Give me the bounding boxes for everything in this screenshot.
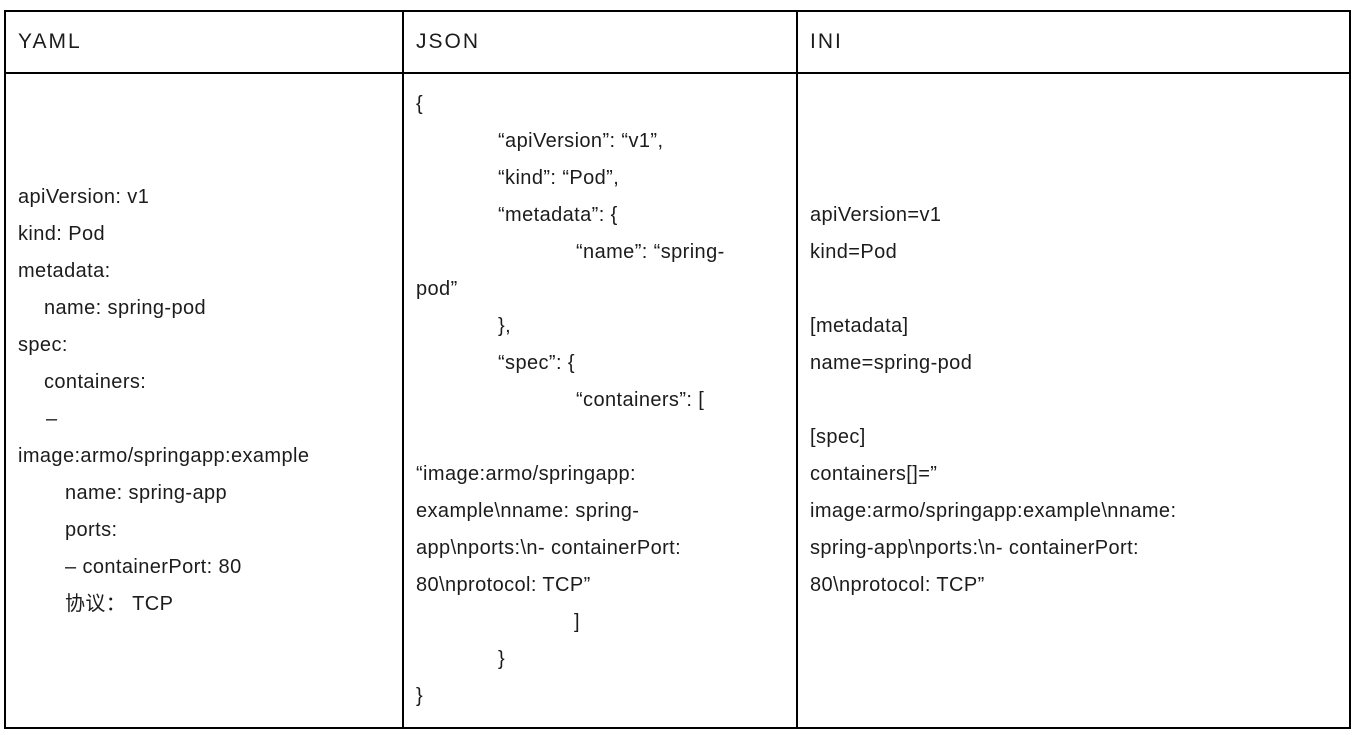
column-header-json: JSON: [404, 12, 798, 74]
code-line: “image:armo/springapp:: [416, 463, 637, 485]
yaml-code-cell: apiVersion: v1 kind: Pod metadata: name: sp…: [6, 74, 404, 727]
code-line: [810, 271, 1343, 308]
code-line: }: [416, 685, 424, 707]
code-line: “spec”: {: [498, 352, 575, 374]
code-line: containers:: [44, 370, 147, 393]
code-line: pod”: [416, 278, 458, 300]
code-line: metadata:: [18, 259, 111, 282]
code-line: [416, 419, 790, 456]
column-header-json-label: JSON: [416, 30, 481, 53]
code-line: ]: [574, 611, 580, 633]
code-line: [810, 382, 1343, 419]
column-header-yaml-label: YAML: [18, 30, 82, 53]
code-line: 80\nprotocol: TCP”: [416, 574, 591, 596]
json-code-cell: { “apiVersion”: “v1”, “kind”: “Pod”, “metad…: [404, 74, 798, 727]
format-comparison-table: YAML JSON INI apiVersion: v1 kind: Pod met…: [4, 10, 1351, 729]
code-line: name: spring-app: [65, 481, 228, 504]
ini-code-cell: apiVersion=v1 kind=Pod [metadata] name=spr…: [798, 74, 1349, 727]
code-line: }: [498, 648, 506, 670]
code-line: “metadata”: {: [498, 204, 618, 226]
code-line: ports:: [65, 518, 118, 541]
code-line: “containers”: [: [576, 389, 705, 411]
code-line: example\nname: spring-: [416, 500, 640, 522]
code-line: name: spring-pod: [44, 296, 207, 319]
code-line: name=spring-pod: [810, 352, 973, 374]
code-line: 协议： TCP: [65, 592, 174, 615]
code-line: containers[]=”: [810, 463, 938, 485]
column-header-ini-label: INI: [810, 30, 843, 53]
code-line: },: [498, 315, 512, 337]
column-header-yaml: YAML: [6, 12, 404, 74]
code-line: image:armo/springapp:example\nname:: [810, 500, 1177, 522]
code-line: “apiVersion”: “v1”,: [498, 130, 664, 152]
code-line: “name”: “spring-: [576, 241, 725, 263]
code-line: “kind”: “Pod”,: [498, 167, 620, 189]
column-header-ini: INI: [798, 12, 1349, 74]
code-line: {: [416, 93, 424, 115]
code-line: 80\nprotocol: TCP”: [810, 574, 985, 596]
code-line: image:armo/springapp:example: [18, 444, 310, 467]
code-line: apiVersion=v1: [810, 204, 942, 226]
code-line: app\nports:\n- containerPort:: [416, 537, 682, 559]
code-line: [metadata]: [810, 315, 909, 337]
code-line: kind: Pod: [18, 222, 105, 245]
code-line: apiVersion: v1: [18, 185, 150, 208]
code-line: – containerPort: 80: [65, 555, 242, 578]
code-line: spec:: [18, 333, 68, 356]
code-line: kind=Pod: [810, 241, 898, 263]
code-line: spring-app\nports:\n- containerPort:: [810, 537, 1140, 559]
code-line: –: [46, 407, 58, 430]
code-line: [spec]: [810, 426, 866, 448]
